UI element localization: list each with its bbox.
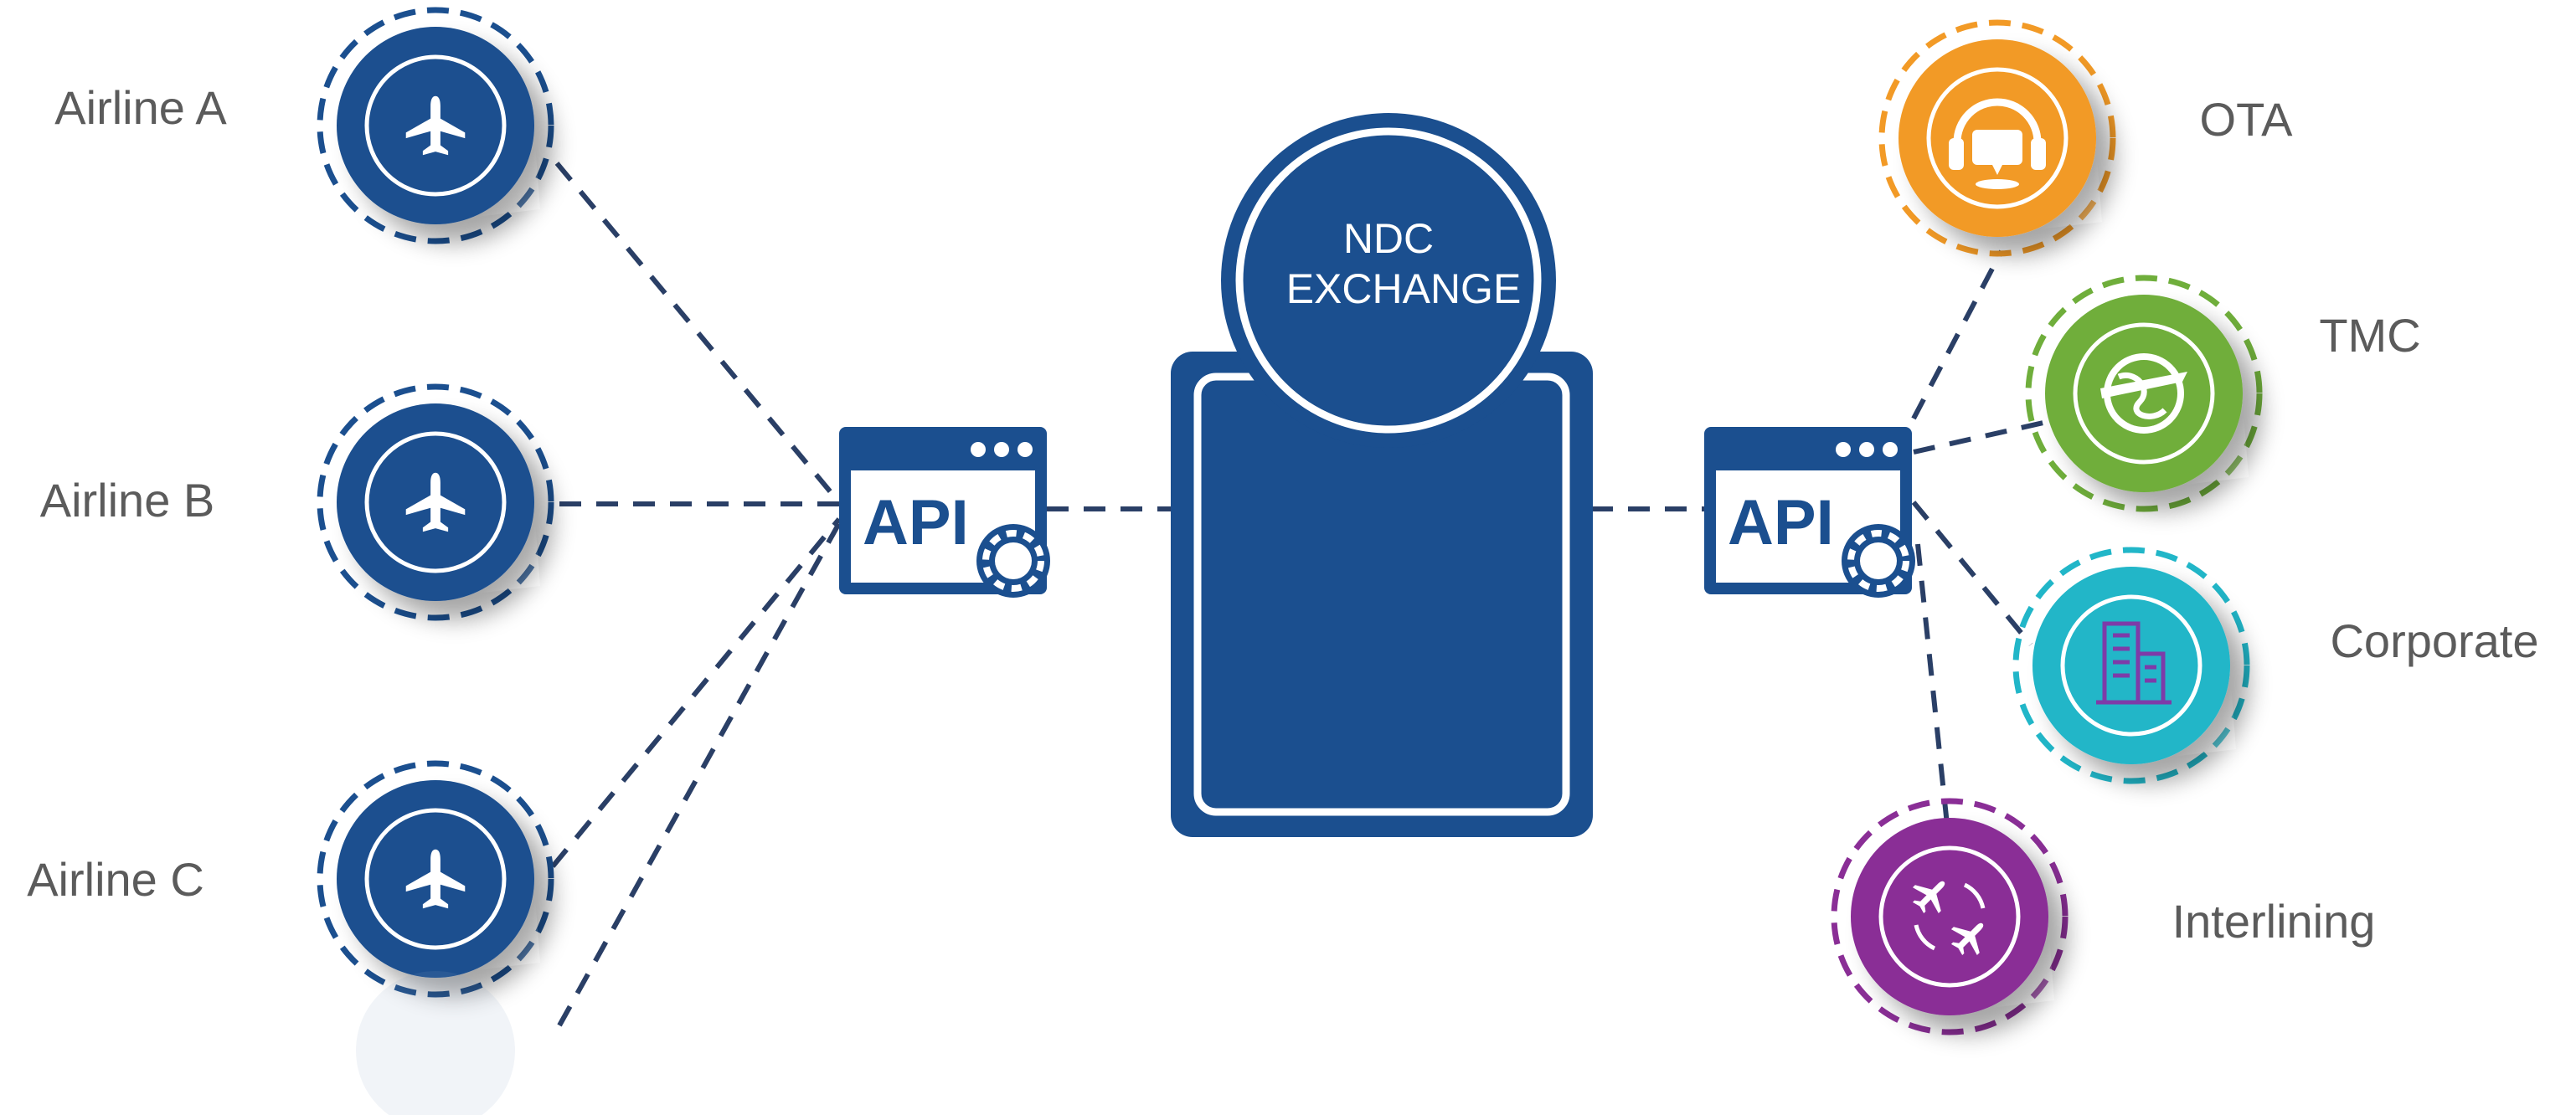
link-airline-c-api bbox=[550, 517, 842, 868]
airline-b-label: Airline B bbox=[40, 474, 215, 527]
link-airline-a-api bbox=[554, 162, 842, 504]
airline-c-label: Airline C bbox=[27, 853, 204, 906]
exchange-title-line1: NDC bbox=[1343, 215, 1434, 262]
inner-ring bbox=[364, 808, 507, 950]
dashed-ring bbox=[317, 7, 554, 244]
link-extra-airline-api bbox=[557, 522, 842, 1027]
headset-chat-icon bbox=[1949, 98, 2046, 189]
api-right-label: API bbox=[1728, 487, 1834, 558]
exchange-title-line2: EXCHANGE bbox=[1286, 265, 1522, 312]
ota-label: OTA bbox=[2200, 93, 2294, 146]
api-box-right[interactable]: API bbox=[1704, 427, 1915, 598]
office-building-icon bbox=[2096, 621, 2172, 705]
channel-node-tmc[interactable] bbox=[2025, 275, 2263, 512]
channel-node-corporate[interactable] bbox=[2012, 547, 2250, 784]
gear-icon bbox=[976, 524, 1050, 598]
ndc-exchange-hub[interactable]: NDC EXCHANGE bbox=[1171, 113, 1593, 837]
channel-node-ota[interactable] bbox=[1878, 19, 2116, 257]
link-api-interlining bbox=[1915, 543, 1950, 825]
gear-icon bbox=[1842, 524, 1915, 598]
exchange-disc bbox=[1221, 113, 1556, 448]
airline-a-label: Airline A bbox=[54, 81, 227, 134]
interlining-label: Interlining bbox=[2172, 895, 2376, 948]
exchange-panel bbox=[1171, 352, 1593, 837]
api-left-label: API bbox=[863, 487, 969, 558]
link-api-corporate bbox=[1911, 501, 2033, 646]
globe-plane-icon bbox=[2100, 353, 2187, 434]
link-api-tmc bbox=[1913, 420, 2044, 455]
airline-node-a[interactable] bbox=[317, 7, 554, 244]
inner-ring bbox=[364, 431, 507, 573]
airline-node-b[interactable] bbox=[317, 383, 554, 621]
channel-node-interlining[interactable] bbox=[1831, 798, 2069, 1035]
tmc-label: TMC bbox=[2319, 309, 2420, 362]
corporate-label: Corporate bbox=[2330, 614, 2538, 667]
inner-ring bbox=[364, 54, 507, 197]
api-box-left[interactable]: API bbox=[839, 427, 1050, 598]
faded-node bbox=[356, 971, 515, 1115]
link-api-ota bbox=[1911, 249, 2004, 420]
airline-node-c[interactable] bbox=[317, 760, 554, 998]
dashed-ring bbox=[317, 760, 554, 998]
connector-lines bbox=[550, 162, 2044, 1027]
interline-planes-icon bbox=[1905, 869, 1996, 963]
dashed-ring bbox=[317, 383, 554, 621]
exchange-disc-ring bbox=[1235, 127, 1542, 434]
